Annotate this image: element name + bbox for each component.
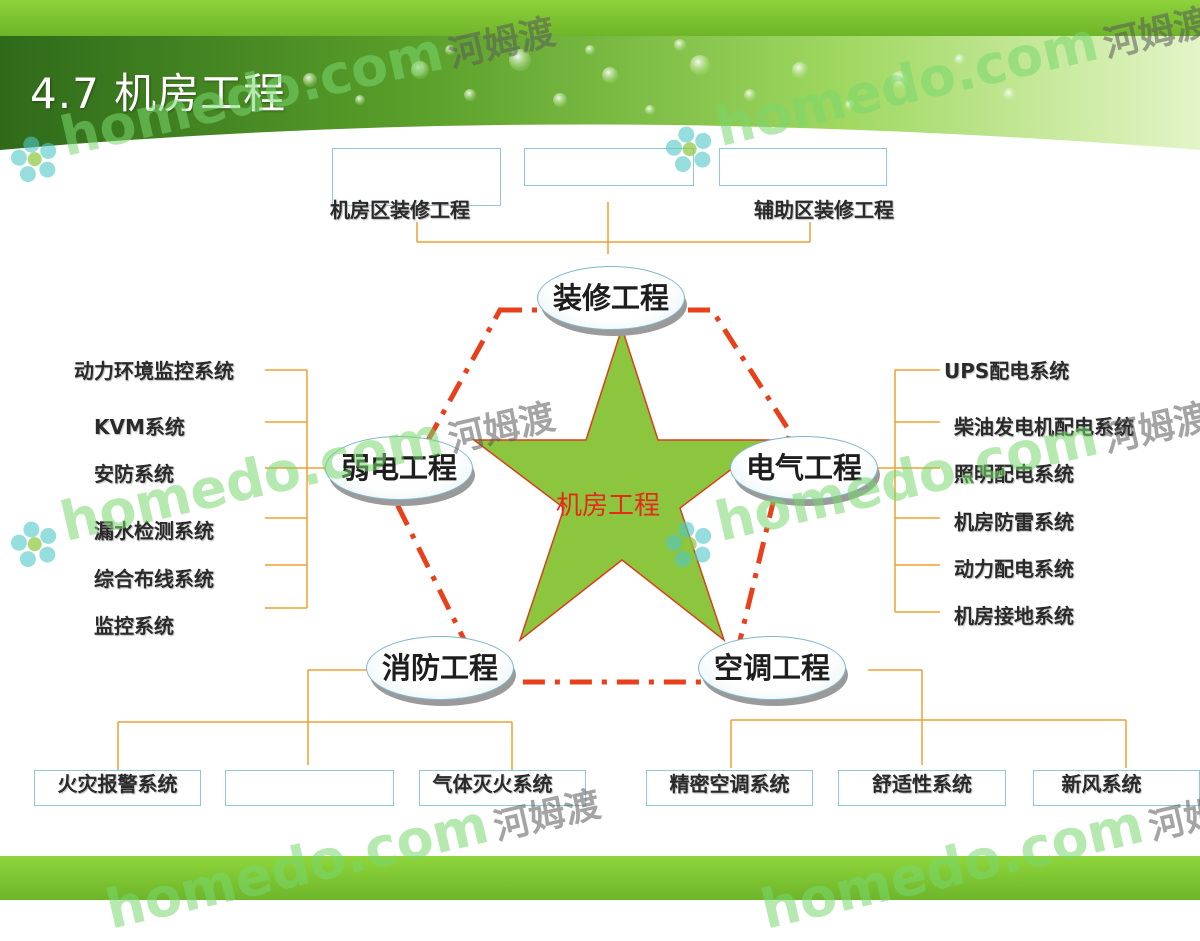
electrical-item: 照明配电系统 [954, 462, 1074, 486]
electrical-item: 机房接地系统 [954, 604, 1074, 628]
center-label: 机房工程 [556, 491, 661, 521]
fire-box [34, 770, 201, 806]
node-hvac: 空调工程 [698, 636, 848, 706]
fire-box-empty [225, 770, 394, 806]
decoration-box-right [719, 148, 887, 186]
node-fire: 消防工程 [366, 636, 516, 706]
hvac-item: 新风系统 [1061, 772, 1142, 796]
decoration-box-left [332, 148, 501, 206]
decoration-box-middle [524, 148, 694, 186]
decoration-label: 辅助区装修工程 [754, 198, 894, 222]
hvac-item: 精密空调系统 [669, 772, 790, 796]
decoration-connectors [416, 202, 811, 254]
electrical-item: UPS配电系统 [944, 359, 1070, 383]
electrical-item: 柴油发电机配电系统 [954, 415, 1134, 439]
hvac-connectors [730, 669, 1127, 768]
node-electrical: 电气工程 [730, 436, 880, 506]
bottom-green-bar [0, 856, 1200, 900]
weak-current-item: 综合布线系统 [94, 567, 214, 591]
weak-current-item: 安防系统 [94, 462, 174, 486]
fire-item: 火灾报警系统 [57, 772, 178, 796]
node-weak-current: 弱电工程 [325, 436, 475, 506]
top-green-bar [0, 0, 1200, 36]
weak-current-item: 漏水检测系统 [94, 519, 214, 543]
decoration-label: 机房区装修工程 [330, 198, 470, 222]
slide-title: 4.7 机房工程 [30, 69, 287, 118]
hvac-box [646, 770, 813, 806]
hvac-box [838, 770, 1006, 806]
hvac-box [1033, 770, 1200, 806]
fire-item: 气体灭火系统 [432, 772, 553, 796]
electrical-item: 机房防雷系统 [954, 510, 1074, 534]
star-shape [471, 325, 773, 643]
electrical-connectors [872, 369, 940, 613]
weak-current-item: 动力环境监控系统 [74, 359, 234, 383]
diagram-canvas [117, 202, 1127, 770]
weak-current-item: KVM系统 [94, 415, 185, 439]
hvac-item: 舒适性系统 [872, 772, 972, 796]
node-decoration: 装修工程 [537, 266, 687, 336]
fire-connectors [117, 669, 513, 770]
fire-box [419, 770, 586, 806]
electrical-item: 动力配电系统 [954, 557, 1074, 581]
weak-current-item: 监控系统 [94, 614, 174, 638]
